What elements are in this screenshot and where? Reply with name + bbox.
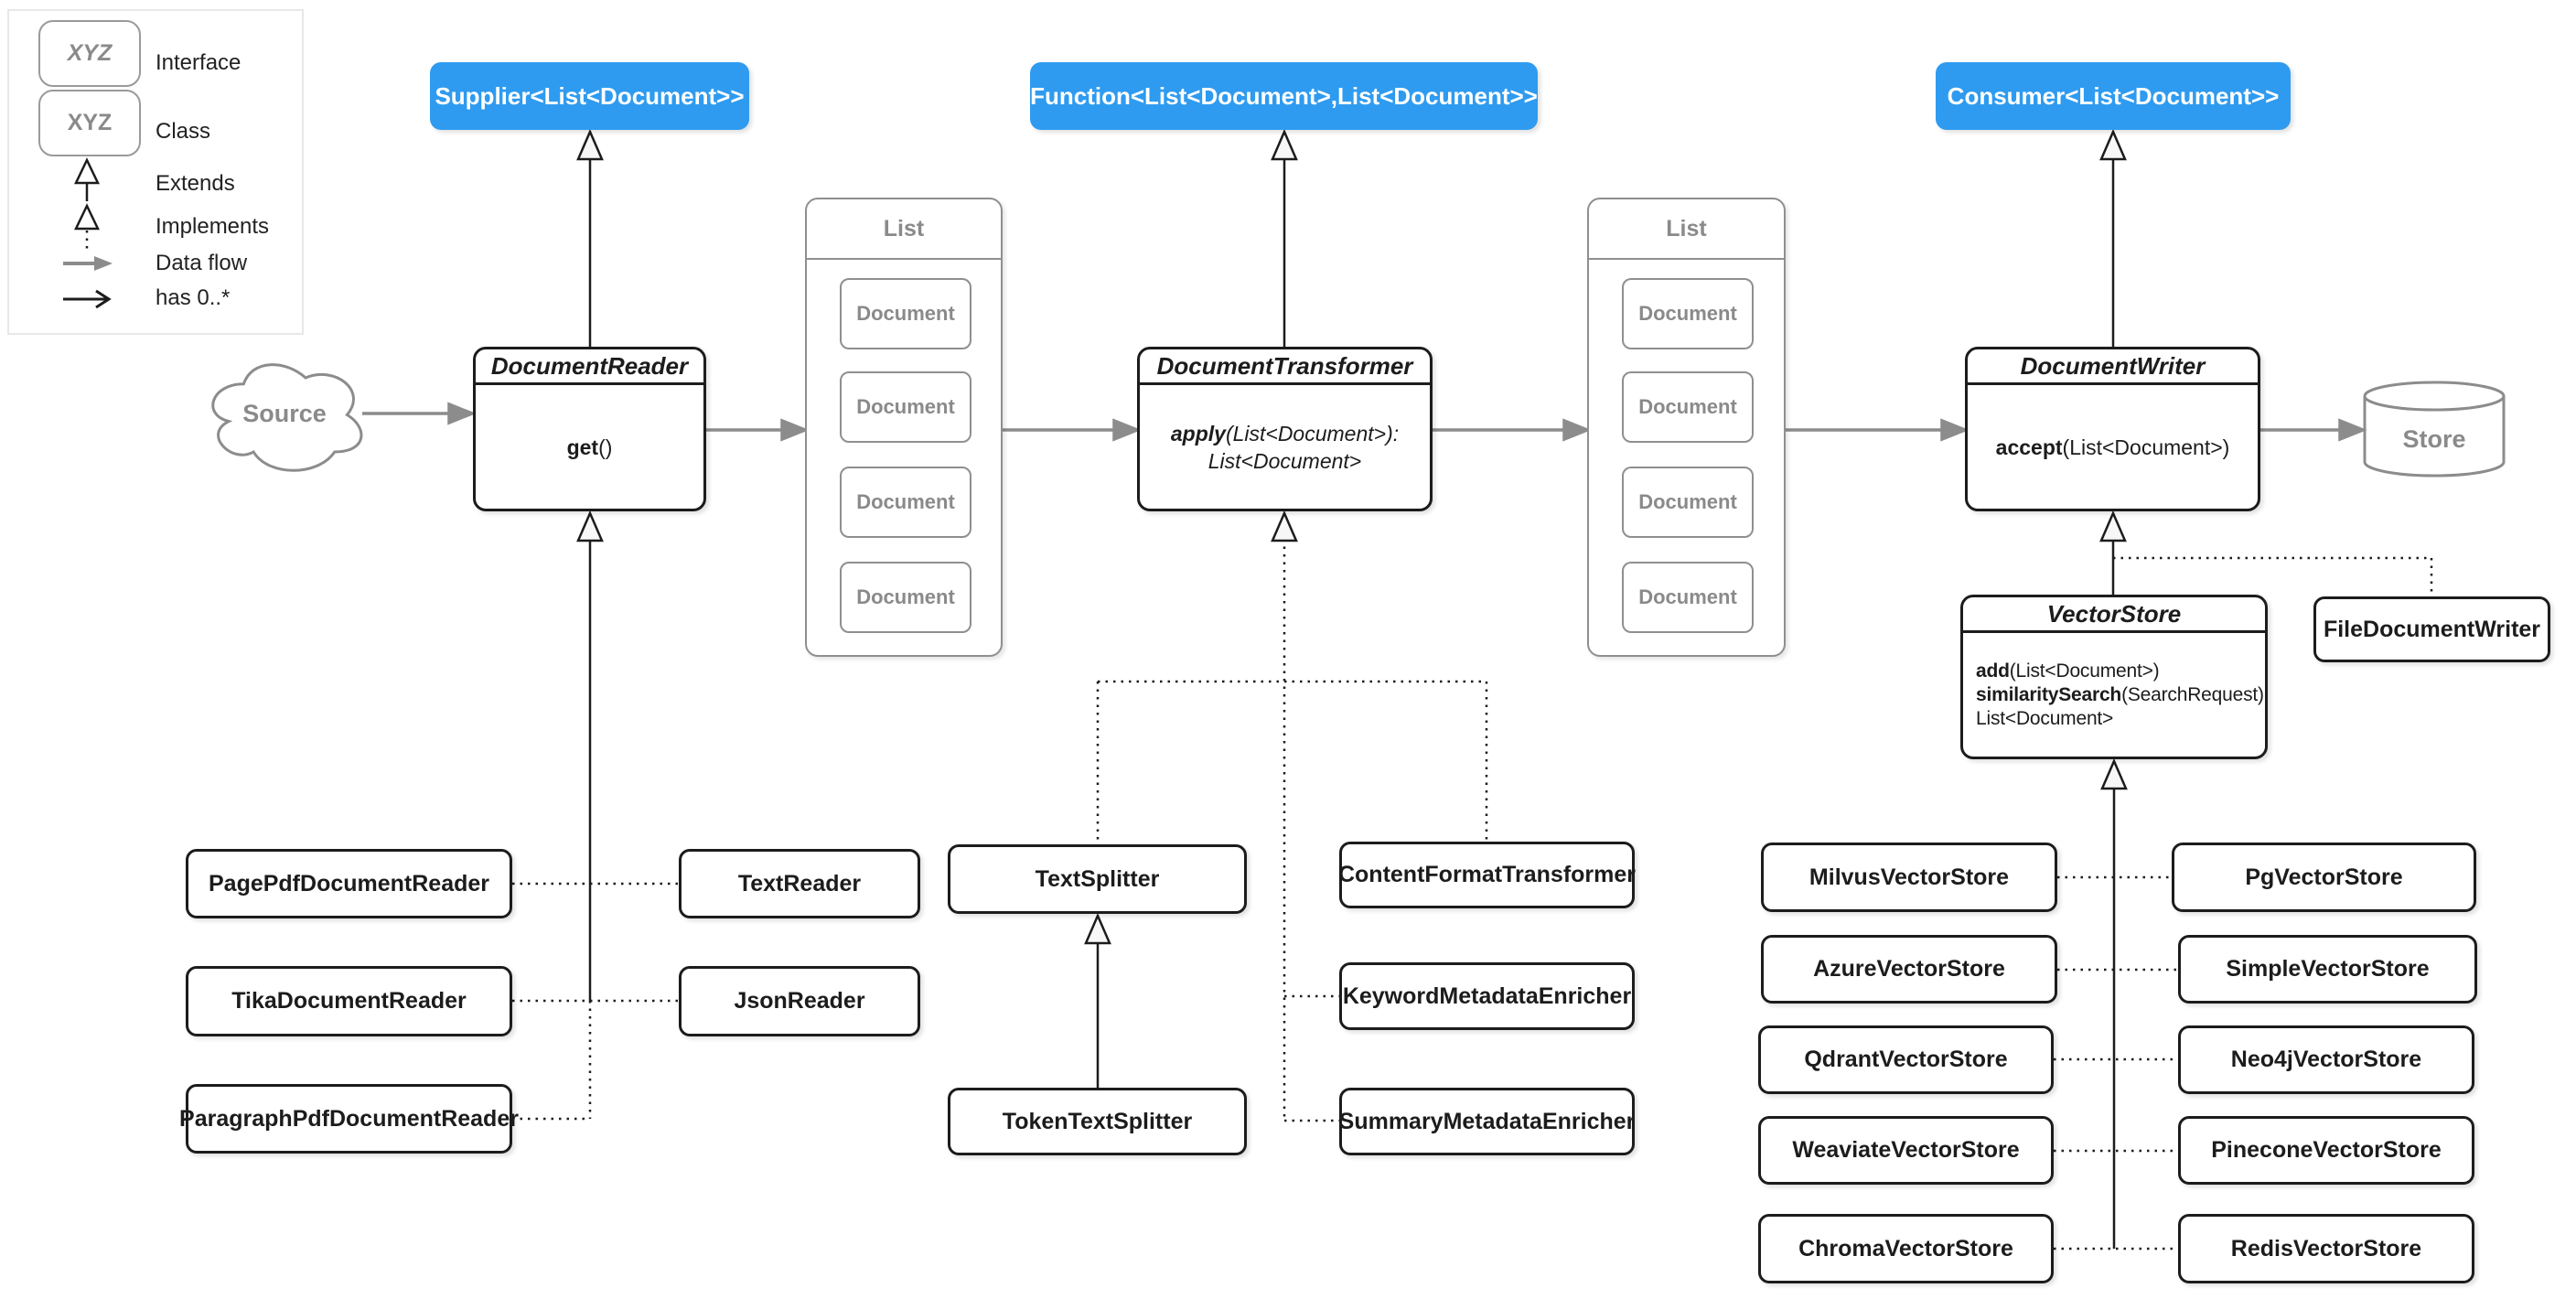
store-label: Store (2402, 424, 2466, 453)
data-flow-icon (63, 256, 113, 271)
source-label: Source (242, 399, 327, 427)
input-list-container: List Document Document Document Document (805, 198, 1003, 657)
document-reader-method: get() (566, 435, 613, 459)
document-writer-box: DocumentWriter accept(List<Document>) (1965, 347, 2260, 511)
document-transformer-method: apply(List<Document>): (1170, 421, 1400, 446)
input-document-chip: Document (840, 562, 971, 633)
inheritance-triangles (576, 128, 2128, 945)
tika-document-reader-box: TikaDocumentReader (186, 966, 512, 1036)
implements-icon (74, 203, 100, 249)
legend-class-sample: XYZ (38, 90, 141, 156)
interface-supplier: Supplier<List<Document>> (430, 62, 749, 130)
store-cylinder (2363, 381, 2506, 478)
pg-vector-store-box: PgVectorStore (2172, 843, 2476, 912)
output-list-title: List (1589, 199, 1784, 260)
vector-store-method-similarity-search: similaritySearch(SearchRequest): (1976, 683, 2270, 705)
json-reader-box: JsonReader (679, 966, 920, 1036)
document-writer-title: DocumentWriter (1968, 349, 2258, 385)
document-transformer-method-return: List<Document> (1208, 448, 1362, 473)
has-arrow-icon (63, 289, 112, 309)
chroma-vector-store-box: ChromaVectorStore (1758, 1214, 2054, 1283)
document-writer-method: accept(List<Document>) (1995, 435, 2230, 459)
page-pdf-document-reader-box: PagePdfDocumentReader (186, 849, 512, 918)
document-reader-box: DocumentReader get() (473, 347, 706, 511)
summary-metadata-enricher-box: SummaryMetadataEnricher (1339, 1088, 1635, 1155)
document-transformer-title: DocumentTransformer (1140, 349, 1430, 385)
legend-has-label: has 0..* (156, 285, 231, 310)
vector-store-title: VectorStore (1963, 597, 2265, 633)
dataflow-arrows (362, 402, 2367, 442)
neo4j-vector-store-box: Neo4jVectorStore (2178, 1025, 2474, 1094)
input-list-title: List (807, 199, 1001, 260)
document-transformer-box: DocumentTransformer apply(List<Document>… (1137, 347, 1433, 511)
legend-data-flow-label: Data flow (156, 251, 248, 275)
output-list-container: List Document Document Document Document (1587, 198, 1786, 657)
input-document-chip: Document (840, 278, 971, 349)
document-reader-title: DocumentReader (476, 349, 703, 385)
output-document-chip: Document (1622, 371, 1754, 443)
paragraph-pdf-document-reader-box: ParagraphPdfDocumentReader (179, 1084, 519, 1154)
output-document-chip: Document (1622, 562, 1754, 633)
input-document-chip: Document (840, 371, 971, 443)
redis-vector-store-box: RedisVectorStore (2178, 1214, 2474, 1283)
vector-store-box: VectorStore add(List<Document>) similari… (1960, 595, 2270, 759)
output-document-chip: Document (1622, 467, 1754, 538)
output-document-chip: Document (1622, 278, 1754, 349)
vector-store-method-return: List<Document> (1976, 707, 2114, 729)
legend-implements-label: Implements (156, 214, 270, 239)
inheritance-lines (512, 157, 2433, 1251)
legend-panel: XYZ Interface XYZ Class Extends Implemen… (7, 9, 304, 335)
weaviate-vector-store-box: WeaviateVectorStore (1758, 1116, 2054, 1185)
source-cloud (211, 363, 363, 472)
legend-extends-label: Extends (156, 171, 235, 196)
interface-consumer: Consumer<List<Document>> (1936, 62, 2291, 130)
token-text-splitter-box: TokenTextSplitter (948, 1088, 1247, 1155)
simple-vector-store-box: SimpleVectorStore (2178, 935, 2477, 1004)
qdrant-vector-store-box: QdrantVectorStore (1758, 1025, 2054, 1094)
azure-vector-store-box: AzureVectorStore (1761, 935, 2057, 1004)
legend-interface-label: Interface (156, 50, 242, 75)
keyword-metadata-enricher-box: KeywordMetadataEnricher (1339, 962, 1635, 1030)
content-format-transformer-box: ContentFormatTransformer (1338, 842, 1636, 908)
legend-class-label: Class (156, 119, 211, 144)
legend-interface-sample: XYZ (38, 20, 141, 87)
interface-function: Function<List<Document>,List<Document>> (1030, 62, 1538, 130)
pinecone-vector-store-box: PineconeVectorStore (2178, 1116, 2474, 1185)
extends-icon (74, 157, 100, 201)
milvus-vector-store-box: MilvusVectorStore (1761, 843, 2057, 912)
text-reader-box: TextReader (679, 849, 920, 918)
input-document-chip: Document (840, 467, 971, 538)
vector-store-method-add: add(List<Document>) (1976, 660, 2160, 682)
file-document-writer-box: FileDocumentWriter (2313, 596, 2550, 662)
text-splitter-box: TextSplitter (948, 844, 1247, 914)
